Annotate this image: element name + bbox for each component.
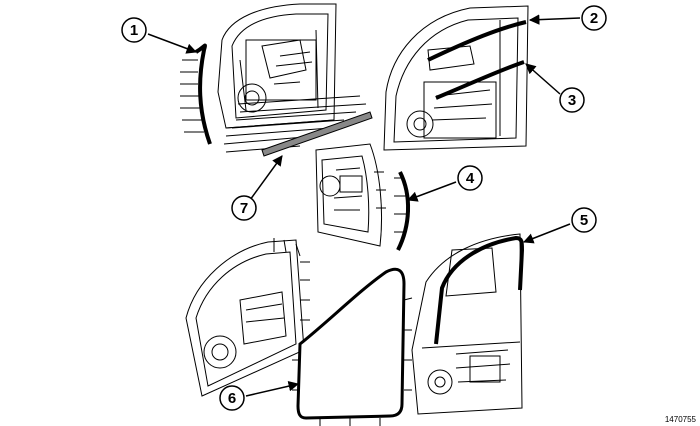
- callout-3-number: 3: [568, 92, 576, 109]
- callout-6-number: 6: [228, 390, 236, 407]
- callout-4-number: 4: [466, 170, 475, 187]
- inner-belt-weatherstrip-seal: [435, 60, 525, 100]
- figure-id: 1470755: [665, 415, 697, 424]
- callout-6: 6: [219, 381, 300, 411]
- door-opening-weatherstrip-seal: [296, 267, 406, 420]
- door-view-middle: [315, 143, 406, 247]
- callout-1-number: 1: [130, 22, 138, 39]
- frame-hatch: [273, 238, 310, 321]
- callout-4: 4: [407, 165, 483, 202]
- a-pillar-weatherstrip-seal: [194, 43, 212, 145]
- callout-2-number: 2: [590, 10, 598, 27]
- callout-7-number: 7: [240, 200, 248, 217]
- callout-2: 2: [528, 5, 607, 31]
- door-view-top-right: [383, 5, 529, 151]
- callout-1: 1: [121, 17, 197, 54]
- glass-run-channel-seal: [434, 235, 525, 345]
- door-view-top-left: [180, 3, 367, 153]
- sill-weatherstrip-seal: [261, 111, 373, 157]
- door-view-bottom-left: [185, 238, 310, 397]
- callout-7: 7: [231, 155, 283, 221]
- rear-edge-weatherstrip-seal: [396, 171, 410, 251]
- callout-5-number: 5: [580, 212, 588, 229]
- callout-3: 3: [525, 63, 585, 113]
- door-view-bottom-right: [411, 233, 523, 415]
- outer-belt-weatherstrip-seal: [427, 20, 527, 62]
- callout-5: 5: [523, 207, 597, 244]
- pillar-hatch: [180, 59, 204, 133]
